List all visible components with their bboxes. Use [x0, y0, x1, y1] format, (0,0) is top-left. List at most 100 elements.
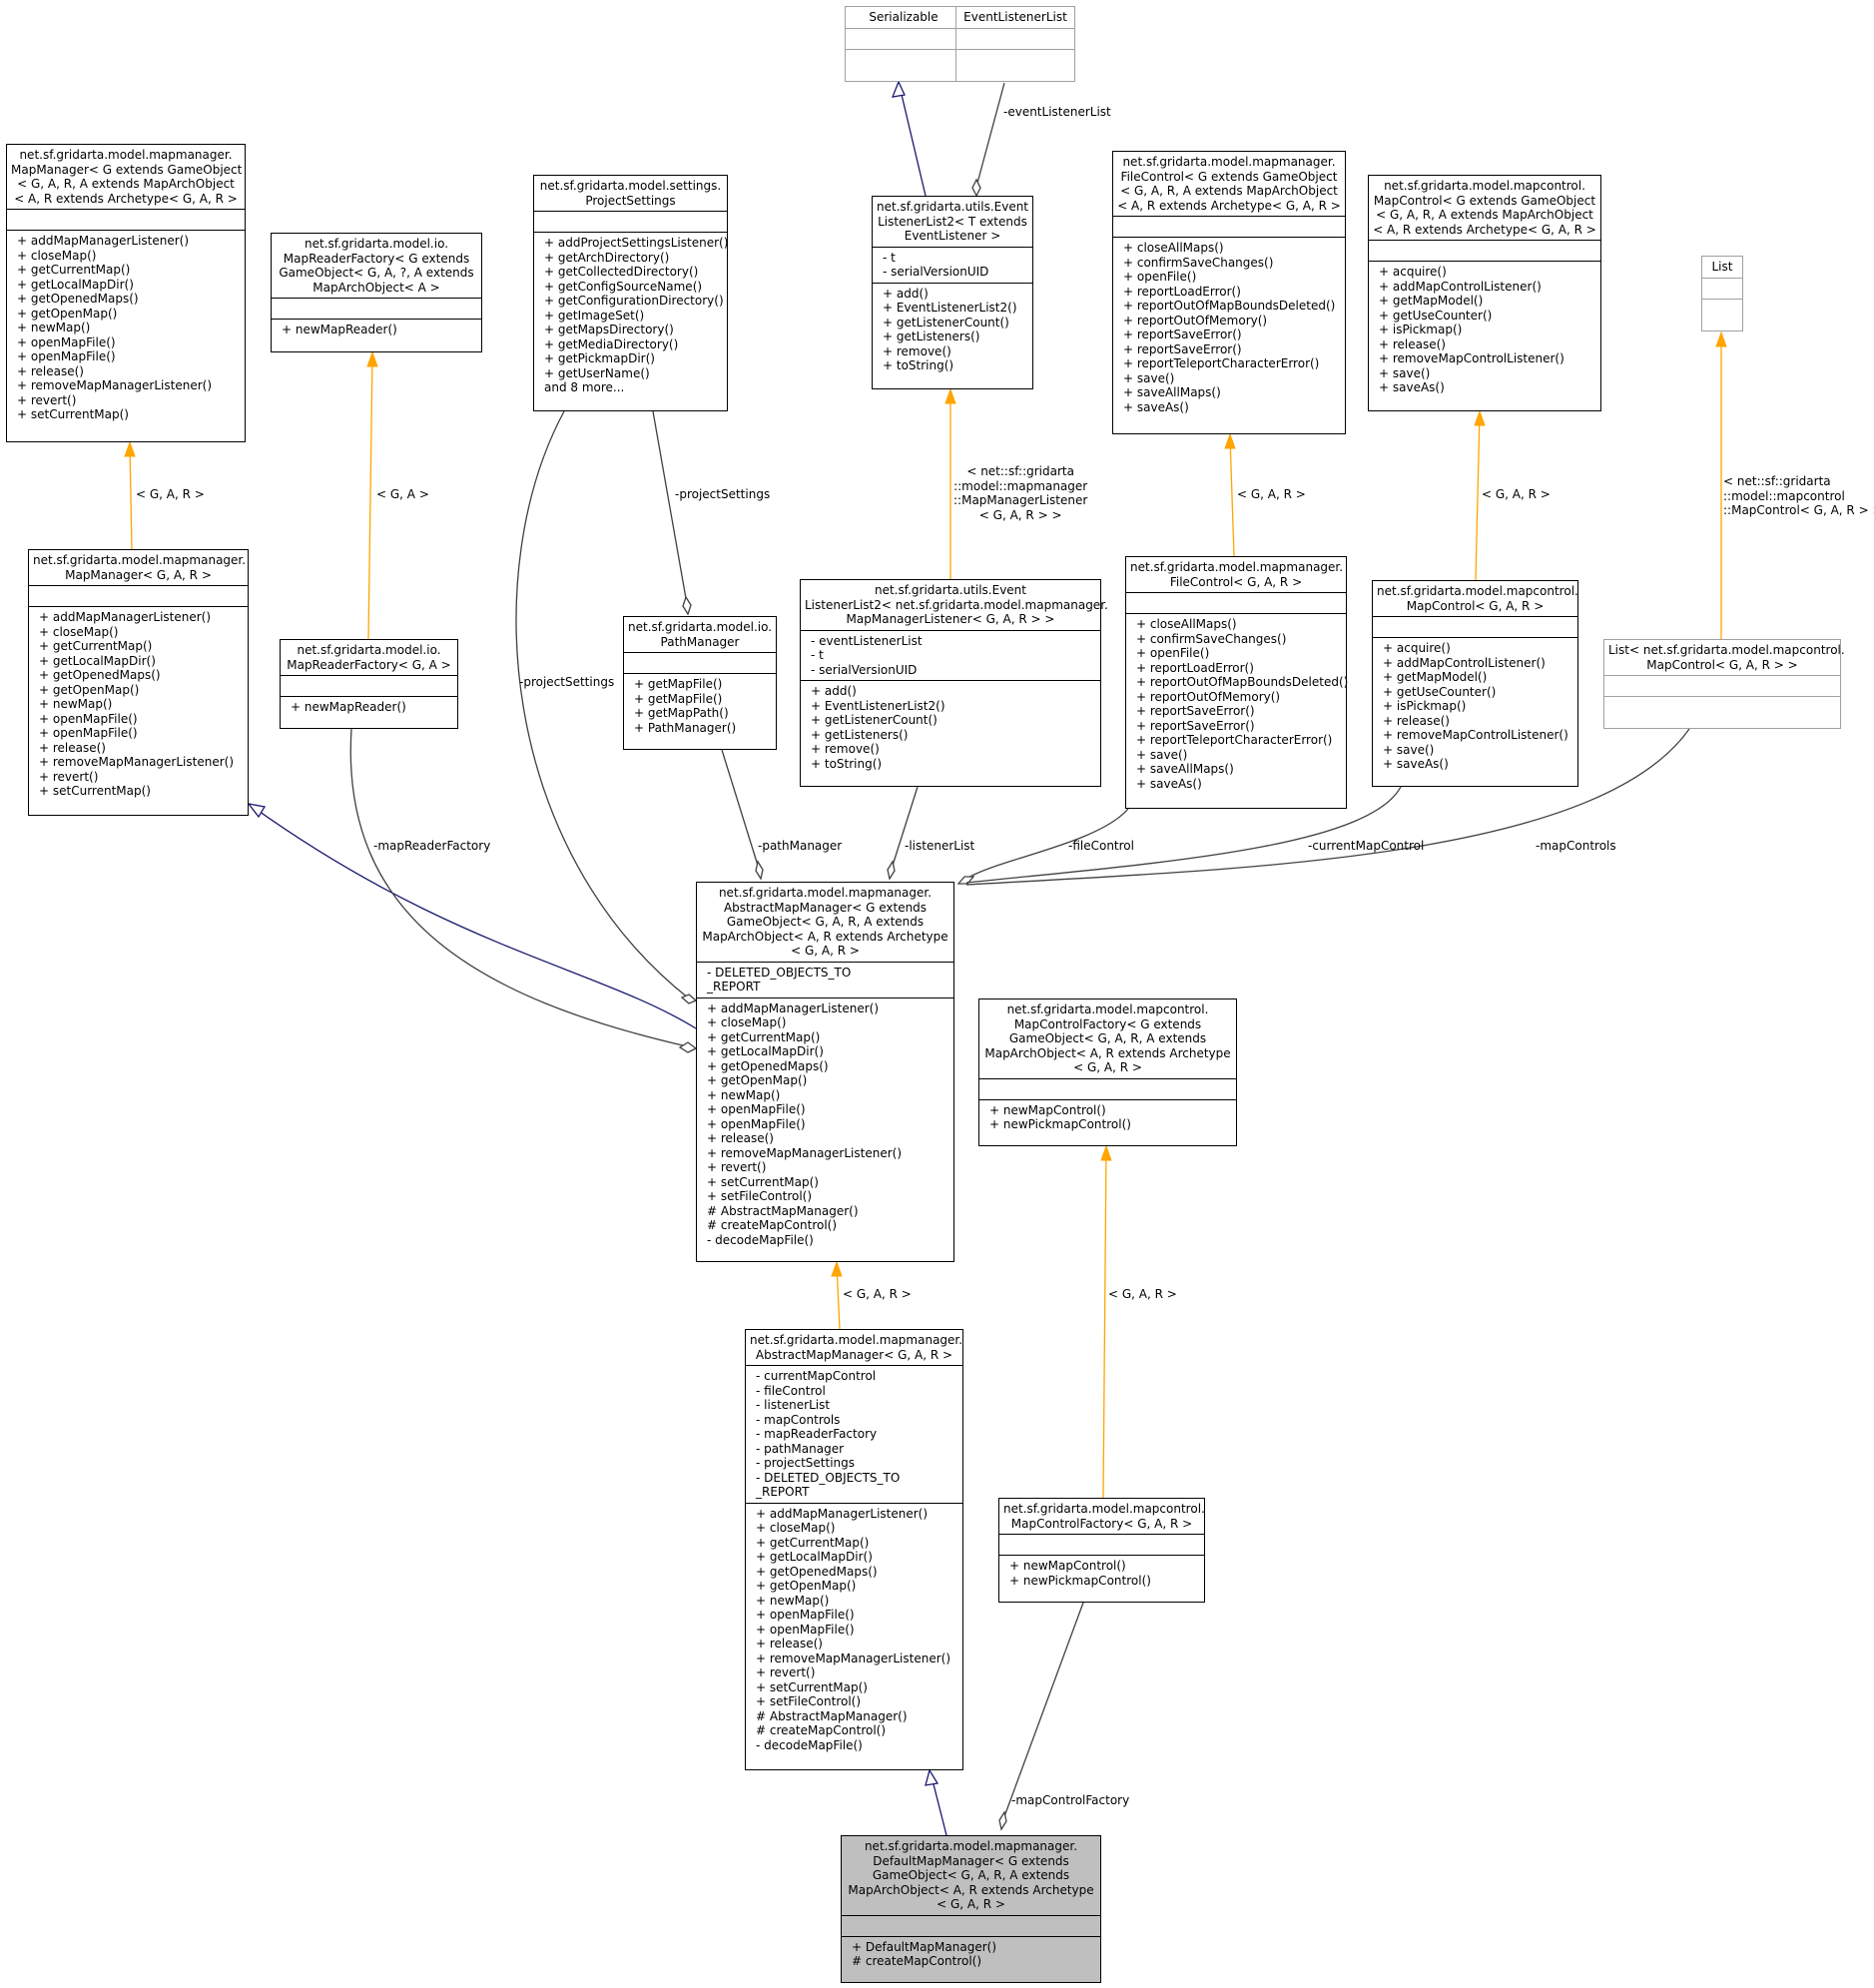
class-operations-line: + addMapManagerListener() [756, 1506, 929, 1521]
class-operations-line: + newPickmapControl() [989, 1117, 1131, 1131]
class-operations-line: + reportTeleportCharacterError() [1123, 356, 1320, 370]
class-operations-line: + getConfigSourceName() [544, 279, 703, 294]
class-operations-line: + closeAllMaps() [1136, 617, 1237, 631]
class-title-line: List [1711, 260, 1733, 274]
class-abstract-map-manager[interactable]: net.sf.gridarta.model.mapmanager.Abstrac… [745, 1329, 963, 1770]
class-map-reader-factory[interactable]: net.sf.gridarta.model.io.MapReaderFactor… [280, 639, 458, 729]
class-title: net.sf.gridarta.model.io.MapReaderFactor… [281, 640, 457, 675]
class-operations-line: + reportOutOfMapBoundsDeleted() [1136, 675, 1349, 689]
class-title-line: ProjectSettings [585, 193, 676, 208]
class-operations-line: + isPickmap() [1379, 323, 1463, 336]
class-attributes-line: _REPORT [756, 1485, 810, 1499]
class-title-line: net.sf.gridarta.model.mapcontrol. [1006, 1002, 1209, 1016]
class-attributes: - t- serialVersionUID [873, 246, 1032, 283]
class-operations-line: + openFile() [1123, 270, 1197, 284]
label-bind-map-manager: < G, A, R > [136, 487, 205, 501]
class-operations-line: + saveAllMaps() [1123, 385, 1221, 399]
arrow-bind-amm [831, 1260, 843, 1277]
class-map-control[interactable]: net.sf.gridarta.model.mapcontrol.MapCont… [1372, 580, 1578, 787]
class-operations-line: + reportOutOfMemory() [1136, 689, 1281, 704]
class-title-line: net.sf.gridarta.model.io. [628, 620, 773, 634]
class-map-control-factory-generic[interactable]: net.sf.gridarta.model.mapcontrol.MapCont… [978, 998, 1237, 1146]
class-title-line: FileControl< G, A, R > [1169, 574, 1303, 589]
label-bind-amm: < G, A, R > [843, 1287, 912, 1301]
class-operations-line: + openFile() [1136, 646, 1210, 660]
class-file-control-generic[interactable]: net.sf.gridarta.model.mapmanager.FileCon… [1112, 151, 1346, 434]
class-operations-line: + release() [756, 1637, 823, 1651]
class-operations-line: + closeMap() [17, 248, 97, 263]
class-operations-line: # createMapControl() [852, 1954, 982, 1968]
label-map-controls: -mapControls [1536, 839, 1616, 853]
class-project-settings[interactable]: net.sf.gridarta.model.settings.ProjectSe… [533, 175, 728, 411]
class-operations-line: + newMapReader() [291, 700, 406, 714]
class-operations: + newMapReader() [272, 319, 481, 351]
class-operations-line: + save() [1379, 365, 1431, 380]
class-operations-line: + getMapModel() [1383, 670, 1488, 684]
edge-map-controls [965, 728, 1690, 886]
class-operations-line: + getOpenMap() [17, 306, 118, 321]
class-default-map-manager[interactable]: net.sf.gridarta.model.mapmanager.Default… [841, 1835, 1101, 1983]
class-map-control-generic[interactable]: net.sf.gridarta.model.mapcontrol.MapCont… [1368, 175, 1601, 411]
class-abstract-map-manager-generic[interactable]: net.sf.gridarta.model.mapmanager.Abstrac… [696, 882, 954, 1262]
class-title: net.sf.gridarta.model.mapcontrol.MapCont… [1373, 581, 1578, 616]
class-serializable[interactable]: Serializable [845, 6, 962, 82]
class-attributes [1113, 216, 1345, 237]
class-operations-line: + newMapControl() [1009, 1559, 1126, 1573]
class-path-manager[interactable]: net.sf.gridarta.model.io.PathManager + ge… [623, 616, 777, 750]
class-operations: + acquire()+ addMapControlListener()+ ge… [1373, 637, 1577, 786]
class-operations-line: + openMapFile() [39, 726, 138, 740]
class-map-manager[interactable]: net.sf.gridarta.model.mapmanager.MapMana… [28, 549, 249, 816]
class-operations: + getMapFile()+ getMapFile()+ getMapPath… [624, 673, 776, 749]
class-operations-line: + openMapFile() [17, 349, 116, 363]
class-operations: + add()+ EventListenerList2()+ getListen… [801, 680, 1100, 786]
class-title-line: MapManager< G extends GameObject [11, 162, 243, 177]
class-operations: + newMapControl()+ newPickmapControl() [999, 1555, 1204, 1602]
class-title: net.sf.gridarta.model.mapmanager.FileCon… [1113, 152, 1345, 216]
edge-bind-map-reader-factory [367, 353, 373, 640]
class-operations-line: + getLocalMapDir() [17, 277, 134, 292]
class-operations-line: + confirmSaveChanges() [1136, 631, 1287, 646]
class-operations-line: + removeMapControlListener() [1383, 728, 1568, 742]
class-title: net.sf.gridarta.model.io.PathManager [624, 617, 776, 652]
class-title-line: AbstractMapManager< G extends [723, 900, 928, 915]
class-operations-line: + revert() [707, 1160, 767, 1174]
class-map-reader-factory-generic[interactable]: net.sf.gridarta.model.io.MapReaderFactor… [271, 233, 482, 352]
class-list-map-control[interactable]: List< net.sf.gridarta.model.mapcontrol.M… [1603, 639, 1845, 729]
class-operations-line: + addMapManagerListener() [39, 610, 212, 624]
class-title-line: net.sf.gridarta.model.io. [304, 237, 449, 251]
class-map-control-factory[interactable]: net.sf.gridarta.model.mapcontrol.MapCont… [998, 1498, 1205, 1603]
label-project-settings-amm: -projectSettings [519, 675, 615, 689]
class-operations-line: + openMapFile() [756, 1622, 855, 1637]
class-operations-line: # AbstractMapManager() [756, 1708, 908, 1723]
class-operations-line: + setCurrentMap() [756, 1679, 868, 1694]
edge-inherit-map-manager [248, 803, 697, 1029]
class-title-line: MapManagerListener< G, A, R > > [846, 612, 1055, 626]
class-attributes [1373, 616, 1577, 637]
class-operations-line: and 8 more... [544, 380, 625, 394]
class-map-manager-generic[interactable]: net.sf.gridarta.model.mapmanager.MapMana… [6, 144, 246, 442]
class-file-control[interactable]: net.sf.gridarta.model.mapmanager.FileCon… [1125, 556, 1349, 809]
class-operations-line: + getListenerCount() [883, 315, 1009, 330]
class-operations-line: + openMapFile() [756, 1608, 855, 1622]
class-operations-line: + addMapControlListener() [1379, 279, 1542, 294]
class-operations-line: + getListeners() [883, 330, 980, 343]
edge-listener-list [891, 786, 919, 870]
label-map-control-factory: -mapControlFactory [1011, 1793, 1130, 1807]
class-title-line: MapControl< G, A, R > > [1646, 657, 1798, 672]
class-operations-line: + acquire() [1379, 265, 1447, 279]
edge-map-reader-factory [349, 728, 688, 1047]
class-title-line: MapArchObject< A, R extends Archetype [848, 1882, 1094, 1897]
class-operations-line: + getCurrentMap() [707, 1029, 821, 1044]
diamond-map-reader-factory [678, 1041, 698, 1053]
class-event-listener-list[interactable]: EventListenerList [955, 6, 1075, 82]
class-title-line: net.sf.gridarta.model.mapcontrol. [1377, 584, 1578, 598]
class-operations-line: + getOpenMap() [756, 1579, 857, 1593]
class-operations-line: + getImageSet() [544, 308, 645, 323]
class-list[interactable]: List [1701, 256, 1743, 331]
class-operations-line: + newMap() [707, 1087, 781, 1102]
class-operations-line: + EventListenerList2() [811, 698, 945, 713]
class-title-line: DefaultMapManager< G extends [873, 1853, 1069, 1868]
class-operations-line: + PathManager() [634, 720, 737, 735]
